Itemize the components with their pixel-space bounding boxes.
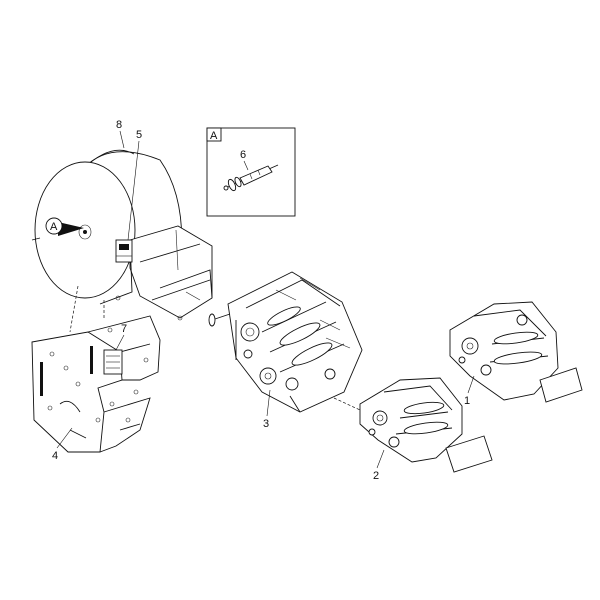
detail-box-label: A (210, 130, 218, 142)
callout-4: 4 (52, 450, 58, 462)
callout-5: 5 (136, 129, 142, 141)
part-4-base-bracket: 7 4 (31, 315, 161, 462)
callout-8: 8 (116, 119, 122, 131)
part-1-module: 1 (449, 301, 583, 407)
detail-ref-marker: A (50, 221, 58, 233)
part-2-presenter-module: 2 (359, 377, 493, 482)
part-7-plate (103, 349, 123, 375)
detail-view-a: A 6 (206, 127, 296, 217)
callout-1: 1 (464, 395, 470, 407)
part-5-clip (115, 239, 133, 263)
callout-6: 6 (240, 149, 246, 161)
callout-2: 2 (373, 470, 379, 482)
part-8-paper-roll-assembly: A 8 5 (31, 119, 213, 333)
part-6-spindle (223, 164, 279, 192)
callout-3: 3 (263, 418, 269, 430)
part-3-print-mechanism: 3 (208, 271, 363, 430)
callout-7: 7 (121, 323, 127, 335)
